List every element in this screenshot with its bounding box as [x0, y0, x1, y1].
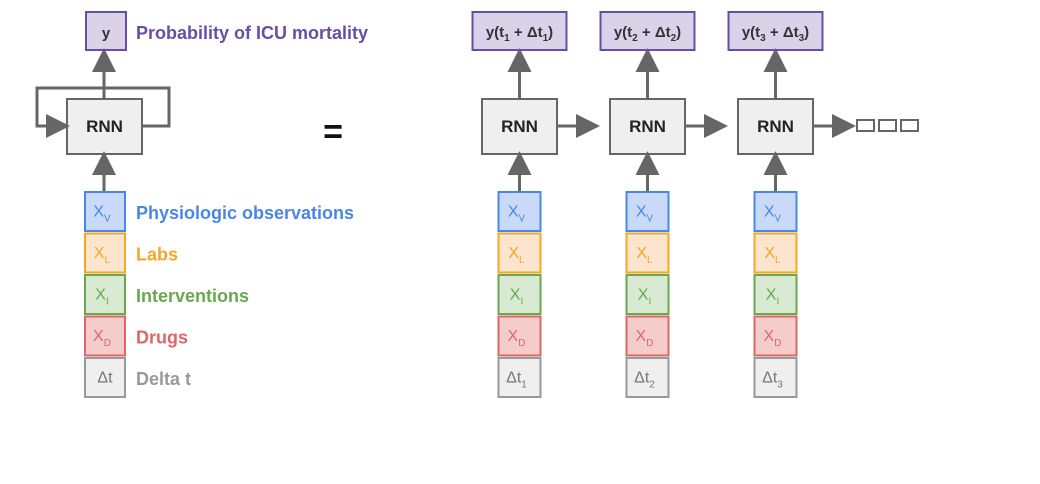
input-box-vitals-step-3: XV — [753, 191, 798, 232]
step-output-label: y(t2 + Δt2) — [614, 24, 681, 44]
legend-label-drugs: Drugs — [136, 328, 188, 348]
input-symbol-drugs: XD — [93, 328, 111, 349]
input-symbol-drugs: XD — [508, 328, 526, 349]
input-box-delta-step-2: Δt2 — [625, 357, 670, 398]
unrolled-step-3: y(t3 + Δt3) RNN XV XL XI XD Δt3 — [727, 11, 856, 398]
step-input-stack: XV XL XI XD Δt1 — [497, 191, 542, 398]
recurrent-loop-right — [104, 86, 171, 128]
input-box-delta: Δt — [84, 357, 126, 398]
step-output-box: y(t2 + Δt2) — [599, 11, 696, 51]
input-box-drugs-step-2: XD — [625, 315, 670, 357]
input-box-interventions-step-2: XI — [625, 274, 670, 315]
input-box-interventions-step-3: XI — [753, 274, 798, 315]
step-rnn-label: RNN — [629, 117, 666, 136]
step-output-label: y(t3 + Δt3) — [742, 24, 809, 44]
input-symbol-drugs: XD — [764, 328, 782, 349]
input-box-vitals-step-1: XV — [497, 191, 542, 232]
input-box-vitals: XV — [84, 191, 126, 232]
input-symbol-delta: Δt1 — [506, 370, 527, 391]
input-box-drugs-step-3: XD — [753, 315, 798, 357]
input-box-labs-step-3: XL — [753, 232, 798, 274]
input-symbol-labs: XL — [764, 245, 781, 266]
step-input-stack: XV XL XI XD Δt2 — [625, 191, 670, 398]
step-output-box: y(t1 + Δt1) — [471, 11, 568, 51]
recurrent-loop-left — [35, 86, 106, 138]
input-box-interventions: XI — [84, 274, 126, 315]
unrolled-step-2: y(t2 + Δt2) RNN XV XL XI XD Δt2 — [599, 11, 728, 398]
input-symbol-delta: Δt — [97, 370, 113, 387]
folded-output-box: y — [85, 11, 127, 51]
equals-sign: = — [323, 113, 343, 151]
continuation-box — [856, 119, 875, 132]
unrolled-step-1: y(t1 + Δt1) RNN XV XL XI XD Δt1 — [471, 11, 600, 398]
input-symbol-interventions: XI — [95, 287, 108, 308]
continuation-box — [878, 119, 897, 132]
input-symbol-vitals: XV — [93, 204, 111, 225]
step-rnn-box: RNN — [609, 98, 686, 155]
input-box-vitals-step-2: XV — [625, 191, 670, 232]
input-symbol-interventions: XI — [638, 287, 651, 308]
input-box-drugs: XD — [84, 315, 126, 357]
input-box-labs-step-2: XL — [625, 232, 670, 274]
input-symbol-drugs: XD — [636, 328, 654, 349]
unrolled-rnn: y(t1 + Δt1) RNN XV XL XI XD Δt1 y(t2 + Δt2) RNN X… — [471, 11, 856, 398]
input-symbol-labs: XL — [508, 245, 525, 266]
continuation-box — [900, 119, 919, 132]
input-symbol-delta: Δt3 — [762, 370, 783, 391]
continuation-ellipsis — [856, 119, 919, 132]
folded-rnn: y Probability of ICU mortality RNN XV Phy… — [35, 11, 368, 398]
input-symbol-labs: XL — [94, 245, 111, 266]
folded-output-symbol: y — [102, 25, 111, 42]
input-symbol-interventions: XI — [510, 287, 523, 308]
step-rnn-label: RNN — [501, 117, 538, 136]
step-rnn-box: RNN — [737, 98, 814, 155]
input-box-delta-step-3: Δt3 — [753, 357, 798, 398]
legend-label-interventions: Interventions — [136, 286, 249, 306]
output-label: Probability of ICU mortality — [136, 23, 368, 43]
input-symbol-vitals: XV — [636, 204, 654, 225]
folded-rnn-box: RNN — [66, 98, 143, 155]
step-output-box: y(t3 + Δt3) — [727, 11, 824, 51]
input-symbol-vitals: XV — [764, 204, 782, 225]
input-box-delta-step-1: Δt1 — [497, 357, 542, 398]
step-rnn-box: RNN — [481, 98, 558, 155]
step-input-stack: XV XL XI XD Δt3 — [753, 191, 798, 398]
legend-label-labs: Labs — [136, 245, 178, 265]
step-rnn-label: RNN — [757, 117, 794, 136]
input-box-labs-step-1: XL — [497, 232, 542, 274]
input-box-labs: XL — [84, 232, 126, 274]
step-output-label: y(t1 + Δt1) — [486, 24, 553, 44]
input-symbol-interventions: XI — [766, 287, 779, 308]
folded-rnn-label: RNN — [86, 117, 123, 136]
legend-label-vitals: Physiologic observations — [136, 203, 354, 223]
input-symbol-labs: XL — [636, 245, 653, 266]
input-symbol-delta: Δt2 — [634, 370, 655, 391]
input-box-interventions-step-1: XI — [497, 274, 542, 315]
legend-label-delta: Delta t — [136, 369, 191, 389]
input-box-drugs-step-1: XD — [497, 315, 542, 357]
input-symbol-vitals: XV — [508, 204, 526, 225]
